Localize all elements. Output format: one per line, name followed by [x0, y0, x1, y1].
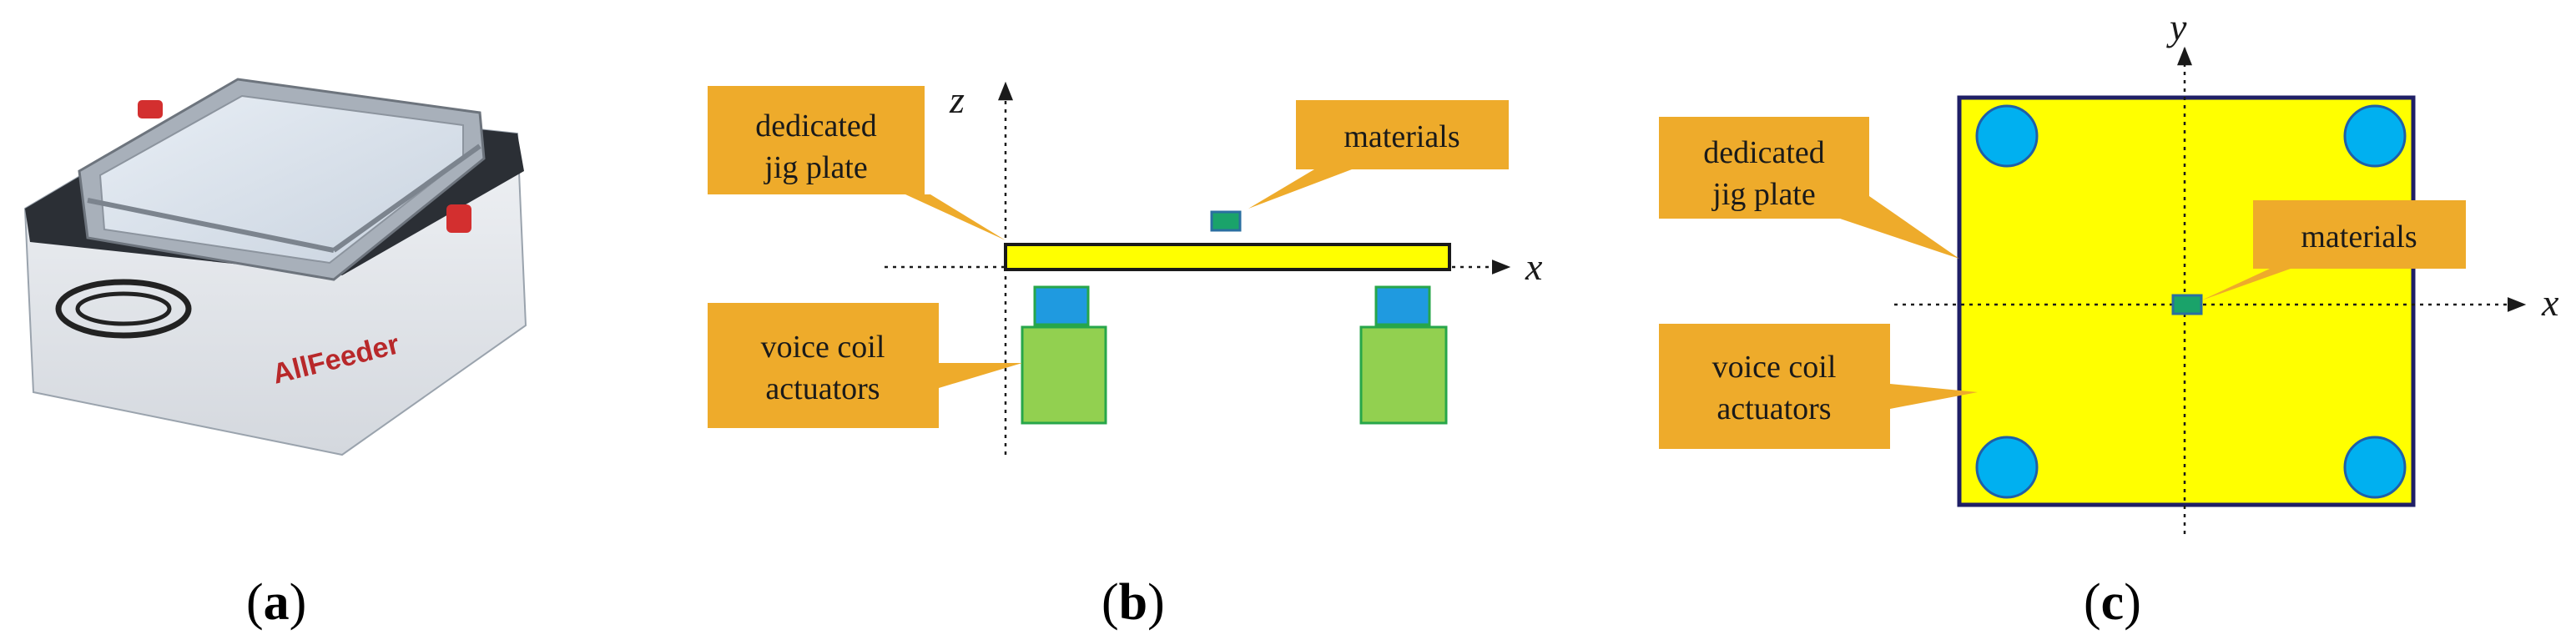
caption-c: (c)	[2084, 574, 2141, 631]
panel-b: z x dedicated jig plate materials v	[708, 78, 1543, 631]
actuator-circle-top-left	[1975, 104, 2039, 168]
actuator-left	[1021, 285, 1107, 425]
y-axis-label: y	[2166, 6, 2187, 48]
jig-plate-side	[1004, 243, 1451, 271]
svg-text:materials: materials	[2301, 219, 2417, 255]
svg-text:jig plate: jig plate	[1711, 177, 1815, 212]
callout-materials-c: materials	[2201, 200, 2466, 300]
panel-c: y x dedicated jig plate materials voice …	[1659, 6, 2559, 631]
panel-a: AllFeeder (a)	[23, 78, 527, 631]
material-side	[1210, 210, 1242, 232]
knob-right	[446, 204, 471, 233]
svg-text:actuators: actuators	[1716, 391, 1831, 426]
caption-a: (a)	[246, 574, 306, 631]
actuator-circle-bottom-left	[1975, 436, 2039, 499]
x-axis-top-label: x	[2541, 281, 2559, 324]
material-top	[2171, 294, 2203, 315]
allfeeder-device-illustration: AllFeeder	[23, 78, 527, 456]
callout-materials-b: materials	[1248, 100, 1509, 209]
svg-text:materials: materials	[1343, 119, 1459, 154]
caption-b: (b)	[1101, 574, 1165, 631]
svg-text:voice coil: voice coil	[1712, 350, 1837, 385]
actuator-right	[1359, 285, 1448, 425]
x-axis-label: x	[1525, 245, 1543, 288]
callout-actuators-b: voice coil actuators	[708, 303, 1022, 428]
callout-jig-plate-b: dedicated jig plate	[708, 86, 1006, 240]
actuator-circle-top-right	[2343, 104, 2407, 168]
knob-left	[138, 100, 163, 118]
callout-jig-plate-c: dedicated jig plate	[1659, 117, 1959, 259]
svg-text:jig plate: jig plate	[763, 150, 867, 185]
actuator-circle-bottom-right	[2343, 436, 2407, 499]
callout-actuators-c: voice coil actuators	[1659, 324, 1978, 449]
svg-text:dedicated: dedicated	[755, 108, 877, 144]
z-axis-label: z	[949, 78, 965, 121]
svg-text:dedicated: dedicated	[1703, 135, 1825, 170]
svg-text:actuators: actuators	[765, 371, 880, 406]
logo-oval	[55, 279, 192, 339]
svg-text:voice coil: voice coil	[761, 330, 885, 365]
